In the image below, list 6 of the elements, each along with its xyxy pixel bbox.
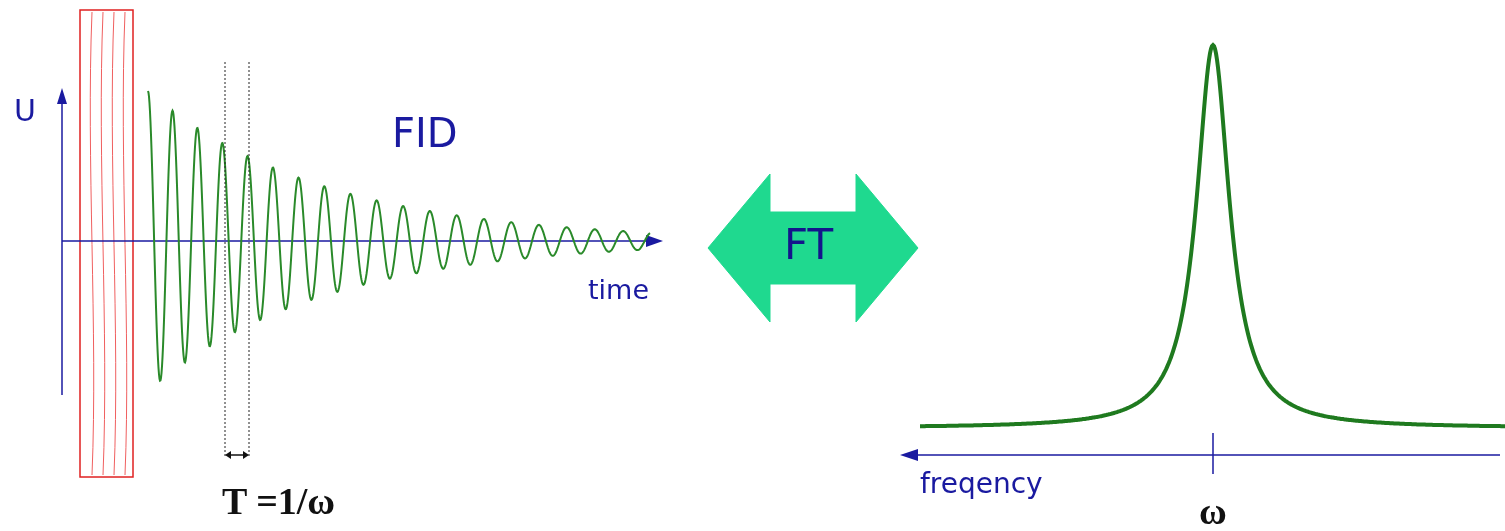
frequency-symbol: ω: [1199, 492, 1227, 530]
signal-label: FID: [392, 113, 458, 153]
axis-label: U: [14, 96, 36, 126]
period-formula: T =1/ω: [222, 482, 336, 520]
axis-label: freqency: [920, 470, 1043, 498]
axis-label: time: [588, 276, 649, 303]
